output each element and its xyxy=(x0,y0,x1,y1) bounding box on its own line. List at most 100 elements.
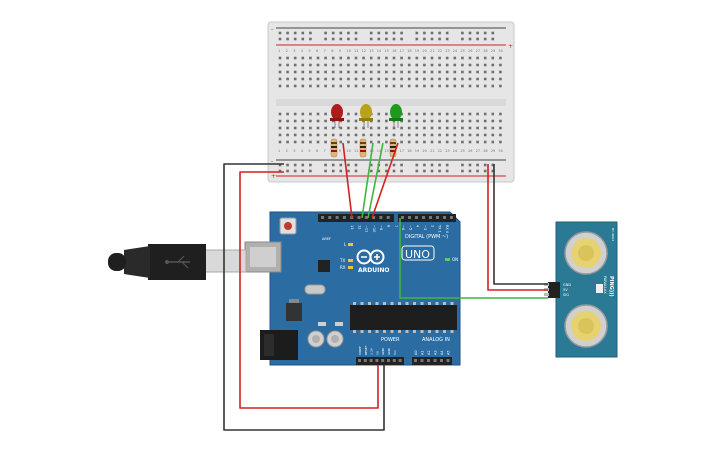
breadboard-hole[interactable] xyxy=(483,112,487,116)
breadboard-hole[interactable] xyxy=(362,70,365,74)
breadboard-hole[interactable] xyxy=(316,133,320,137)
breadboard-hole[interactable] xyxy=(339,133,343,137)
rail-hole[interactable] xyxy=(468,163,472,167)
header-hole[interactable] xyxy=(450,216,453,219)
breadboard-hole[interactable] xyxy=(293,126,297,130)
breadboard-hole[interactable] xyxy=(324,140,327,144)
breadboard-hole[interactable] xyxy=(430,77,434,81)
breadboard-hole[interactable] xyxy=(476,126,479,130)
breadboard-hole[interactable] xyxy=(415,84,419,88)
rail-hole[interactable] xyxy=(278,37,282,41)
breadboard-hole[interactable] xyxy=(499,70,502,74)
rail-hole[interactable] xyxy=(461,37,464,41)
breadboard-hole[interactable] xyxy=(339,140,343,144)
breadboard-hole[interactable] xyxy=(468,63,472,67)
breadboard-hole[interactable] xyxy=(385,70,388,74)
rail-hole[interactable] xyxy=(331,37,335,41)
rail-hole[interactable] xyxy=(301,163,305,167)
breadboard-hole[interactable] xyxy=(415,56,419,60)
header-hole[interactable] xyxy=(427,359,430,362)
breadboard-hole[interactable] xyxy=(286,77,289,81)
breadboard-hole[interactable] xyxy=(400,77,403,81)
breadboard-hole[interactable] xyxy=(278,70,282,74)
breadboard-hole[interactable] xyxy=(293,119,297,123)
breadboard-hole[interactable] xyxy=(339,70,343,74)
breadboard-hole[interactable] xyxy=(286,112,289,116)
breadboard-hole[interactable] xyxy=(385,56,388,60)
breadboard-hole[interactable] xyxy=(491,56,495,60)
breadboard-hole[interactable] xyxy=(362,63,365,67)
breadboard-hole[interactable] xyxy=(377,140,381,144)
breadboard-hole[interactable] xyxy=(278,140,282,144)
breadboard-hole[interactable] xyxy=(331,70,335,74)
breadboard-hole[interactable] xyxy=(278,56,282,60)
rail-hole[interactable] xyxy=(445,163,449,167)
rail-hole[interactable] xyxy=(385,37,388,41)
usb-cable[interactable] xyxy=(108,244,247,280)
breadboard-hole[interactable] xyxy=(354,126,358,130)
rail-hole[interactable] xyxy=(369,163,373,167)
breadboard-hole[interactable] xyxy=(316,70,320,74)
rail-hole[interactable] xyxy=(324,169,327,173)
breadboard-hole[interactable] xyxy=(392,84,396,88)
rail-hole[interactable] xyxy=(339,169,343,173)
ultrasonic-sensor[interactable]: GND 5V SIG PING))) PARALLAX HC-SR04 xyxy=(544,221,618,358)
rail-hole[interactable] xyxy=(309,169,312,173)
breadboard-hole[interactable] xyxy=(309,133,312,137)
breadboard-hole[interactable] xyxy=(445,70,449,74)
breadboard-hole[interactable] xyxy=(438,77,441,81)
rail-hole[interactable] xyxy=(438,31,441,35)
header-hole[interactable] xyxy=(387,359,390,362)
rail-hole[interactable] xyxy=(423,37,426,41)
breadboard-hole[interactable] xyxy=(461,56,464,60)
breadboard-hole[interactable] xyxy=(476,112,479,116)
breadboard-hole[interactable] xyxy=(362,133,365,137)
header-hole[interactable] xyxy=(381,359,385,362)
wire-green-led-to-pin[interactable] xyxy=(367,142,384,219)
breadboard-hole[interactable] xyxy=(347,126,350,130)
breadboard-hole[interactable] xyxy=(415,63,419,67)
rail-hole[interactable] xyxy=(483,31,487,35)
rail-hole[interactable] xyxy=(445,37,449,41)
breadboard-hole[interactable] xyxy=(369,77,373,81)
sensor-pin-header[interactable] xyxy=(548,282,560,298)
breadboard-hole[interactable] xyxy=(392,56,396,60)
breadboard-hole[interactable] xyxy=(430,70,434,74)
breadboard-hole[interactable] xyxy=(445,133,449,137)
rail-hole[interactable] xyxy=(301,31,305,35)
breadboard-hole[interactable] xyxy=(293,112,297,116)
breadboard-hole[interactable] xyxy=(324,133,327,137)
breadboard-hole[interactable] xyxy=(483,84,487,88)
header-hole[interactable] xyxy=(440,359,443,362)
breadboard-hole[interactable] xyxy=(499,119,502,123)
breadboard-hole[interactable] xyxy=(339,63,343,67)
rail-hole[interactable] xyxy=(392,163,396,167)
rail-hole[interactable] xyxy=(400,31,403,35)
breadboard-hole[interactable] xyxy=(453,140,457,144)
breadboard-hole[interactable] xyxy=(339,126,343,130)
breadboard-hole[interactable] xyxy=(499,140,502,144)
breadboard-hole[interactable] xyxy=(339,77,343,81)
breadboard-hole[interactable] xyxy=(476,70,479,74)
breadboard-hole[interactable] xyxy=(347,56,350,60)
rail-hole[interactable] xyxy=(445,31,449,35)
rail-hole[interactable] xyxy=(377,37,381,41)
rail-hole[interactable] xyxy=(278,169,282,173)
breadboard-hole[interactable] xyxy=(301,63,305,67)
breadboard-hole[interactable] xyxy=(430,119,434,123)
rail-hole[interactable] xyxy=(354,37,358,41)
breadboard-hole[interactable] xyxy=(499,112,502,116)
breadboard-hole[interactable] xyxy=(369,140,373,144)
breadboard-hole[interactable] xyxy=(385,77,388,81)
breadboard-hole[interactable] xyxy=(468,133,472,137)
breadboard-hole[interactable] xyxy=(278,119,282,123)
breadboard-hole[interactable] xyxy=(309,112,312,116)
top-rail-holes[interactable] xyxy=(278,31,495,41)
rail-hole[interactable] xyxy=(385,163,388,167)
breadboard-hole[interactable] xyxy=(483,70,487,74)
breadboard-hole[interactable] xyxy=(483,77,487,81)
breadboard-hole[interactable] xyxy=(286,126,289,130)
rail-hole[interactable] xyxy=(286,169,289,173)
breadboard-hole[interactable] xyxy=(354,70,358,74)
breadboard-hole[interactable] xyxy=(286,63,289,67)
